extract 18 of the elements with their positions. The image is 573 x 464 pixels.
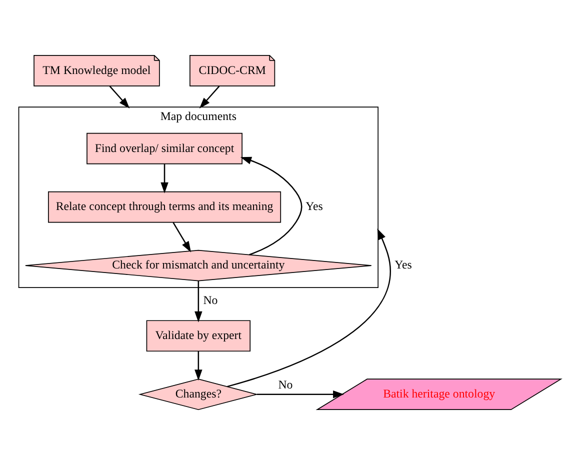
edge-label: Yes	[306, 198, 323, 213]
edge-label: No	[203, 292, 218, 306]
edge-label: No	[278, 377, 293, 392]
arrow	[199, 85, 220, 108]
node-box: Find overlap/ similar concept	[86, 132, 242, 164]
arrow	[256, 390, 344, 398]
arrow	[240, 156, 302, 255]
node-box: Validate by expert	[146, 320, 251, 352]
arrow	[194, 280, 202, 322]
arrow	[109, 85, 130, 108]
arrow	[194, 350, 202, 380]
node-diamond: Changes?	[138, 378, 258, 410]
node-diamond: Check for mismatch and uncertainty	[25, 249, 372, 281]
arrow	[160, 164, 168, 193]
arrow	[172, 222, 192, 252]
edge-label: Yes	[394, 257, 412, 272]
arrow	[227, 228, 391, 387]
node-box: Relate concept through terms and its meaning	[48, 190, 282, 222]
